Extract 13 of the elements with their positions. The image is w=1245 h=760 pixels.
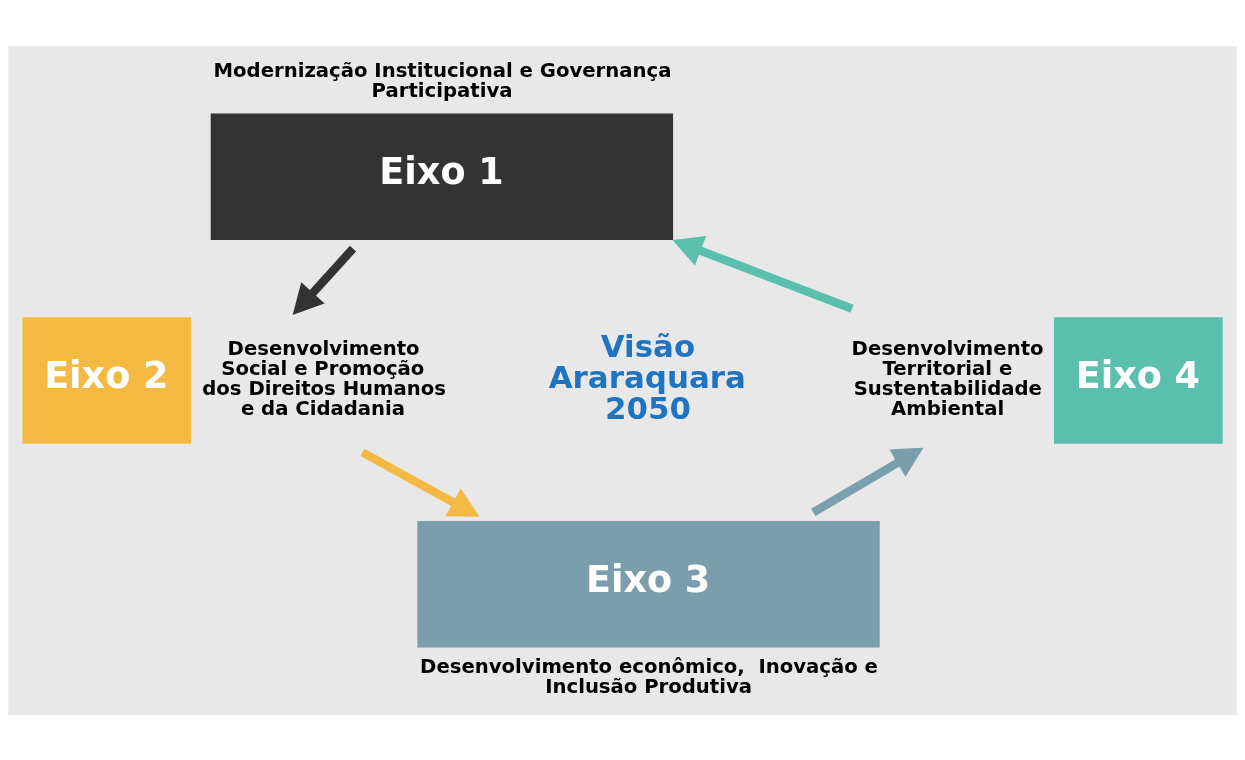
node-label: Desenvolvimento Social e Promoção dos Direitos Humanos e da Cidadania (202, 336, 447, 420)
node-label: Desenvolvimento Territorial e Sustentabilidade Ambiental (851, 336, 1044, 420)
node-box: Eixo 4 (1054, 316, 1223, 444)
arrow (360, 448, 480, 517)
node-box: Eixo 1 (210, 112, 674, 240)
arrow (292, 245, 357, 315)
node-label: Desenvolvimento econômico, Inovação e Inclusão Produtiva (420, 654, 878, 698)
node-box: Eixo 2 (22, 316, 191, 444)
arrow (811, 447, 924, 516)
arrow (672, 235, 854, 313)
node-box: Eixo 3 (417, 520, 880, 648)
label: Visão Araraquara 2050 (548, 327, 746, 426)
node-label: Modernização Institucional e Governança Participativa (213, 58, 672, 102)
